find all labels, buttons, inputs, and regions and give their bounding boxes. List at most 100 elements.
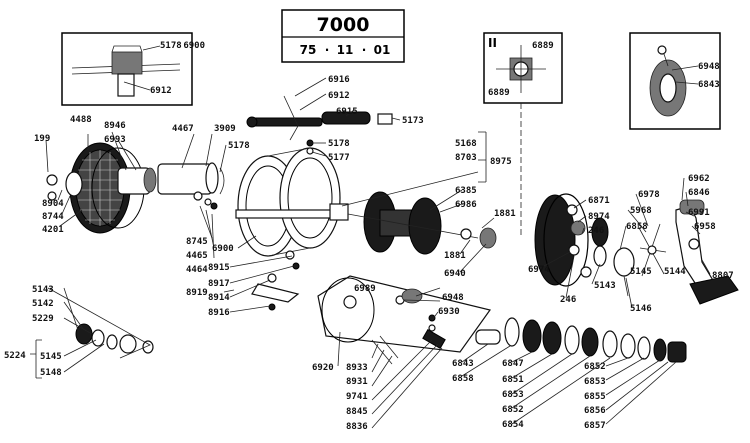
part-label: 3909 [214,124,236,134]
part-label: 8975 [490,157,512,167]
part-label: 6920 [312,363,334,373]
part-label: 1881 [494,209,516,219]
part-label: 6916 [328,75,350,85]
part-label: 5224 [4,351,26,361]
part-label: 5177 [328,153,350,163]
part-label: 5178 [328,139,350,149]
part-label: 6962 [688,174,710,184]
inset-box-ii: II 6889 6889 [483,32,563,235]
part-label: 6900 [212,244,234,254]
inset-box-right: 6948 6843 [629,32,721,130]
part-label: 8845 [346,407,368,417]
part-label: 5173 [402,116,424,126]
part-label: 5145 [40,352,62,362]
part-label: 6852 [584,362,606,372]
model-number: 7000 [317,14,370,36]
bearing-group [47,287,154,359]
part-label: 8807 [712,271,734,281]
part-label: 5144 [664,267,686,277]
part-label: 5143 [32,285,54,295]
part-label: 6843 [698,80,720,90]
part-label: 6993 [104,135,126,145]
part-label: 8703 [455,153,477,163]
model-title-box: 7000 75 · 11 · 01 [281,9,405,63]
part-label: 8974 [588,212,610,222]
part-label: 6871 [588,196,610,206]
part-label: 6853 [584,377,606,387]
code-part-1: 75 [300,43,317,57]
spool [329,191,497,255]
part-label: 5178 [160,41,182,51]
part-label: 6989 [354,284,376,294]
part-label: 6851 [502,375,524,385]
svg-text:·: · [325,43,330,57]
part-label: 6940 [444,269,466,279]
part-label: 6852 [502,405,524,415]
part-label: 6912 [150,86,172,96]
right-side-plate [534,193,667,287]
part-label: 6912 [328,91,350,101]
part-label: 6843 [452,359,474,369]
part-label: 6847 [502,359,524,369]
part-label: 4467 [172,124,194,134]
part-label: 6915 [336,107,358,117]
part-label: 5143 [594,281,616,291]
part-label: 246 [588,226,604,236]
part-label: 5229 [32,314,54,324]
leader-lines [30,77,711,429]
part-label: 4201 [42,225,64,235]
part-label: 6900 [183,41,205,51]
part-label: 6858 [626,222,648,232]
reel-handle [675,199,739,305]
part-label: 5178 [228,141,250,151]
part-label: 5146 [630,304,652,314]
part-label: 4464 [186,265,208,275]
part-label: 6855 [584,392,606,402]
code-part-3: 01 [374,43,391,57]
part-label: 8916 [208,308,230,318]
part-label: 6846 [688,188,710,198]
part-label: 4488 [70,115,92,125]
part-label: 6857 [584,421,606,431]
part-label: 5142 [32,299,54,309]
part-label: 8933 [346,363,368,373]
part-label: 8919 [186,288,208,298]
part-label: 5968 [630,206,652,216]
part-label: 6958 [694,222,716,232]
part-label: 8745 [186,237,208,247]
part-label: 8931 [346,377,368,387]
part-label: 6853 [502,390,524,400]
part-label: 8904 [42,199,64,209]
inset-marker: II [488,36,497,50]
part-label: 6948 [698,62,720,72]
inset-box-left: 5178 6900 6912 [61,32,205,106]
part-label: 9741 [346,392,368,402]
part-label: 6991 [688,208,710,218]
part-label: 6889 [532,41,554,51]
part-label: 6854 [502,420,524,430]
part-label: 6978 [638,190,660,200]
part-label: 6858 [452,374,474,384]
part-label: 8914 [208,293,230,303]
part-label: 8917 [208,279,230,289]
part-label: 8744 [42,212,64,222]
part-label: 8946 [104,121,126,131]
part-label: 5148 [40,368,62,378]
part-label: 1881 [444,251,466,261]
part-label: 6986 [455,200,477,210]
drag-washer-stack [475,317,687,363]
part-label: 6974 [528,265,550,275]
part-labels: 6916 6912 6915 5173 5178 5177 4488 199 8… [4,75,734,432]
reel-frame [235,147,347,311]
part-label: 6948 [442,293,464,303]
level-wind-assembly [246,95,393,155]
part-label: 6856 [584,406,606,416]
left-side-plate [46,142,225,234]
part-label: 8915 [208,263,230,273]
part-label: 6930 [438,307,460,317]
svg-text:·: · [362,43,367,57]
drag-plate [317,275,492,365]
part-label: 6385 [455,186,477,196]
part-label: 5168 [455,139,477,149]
